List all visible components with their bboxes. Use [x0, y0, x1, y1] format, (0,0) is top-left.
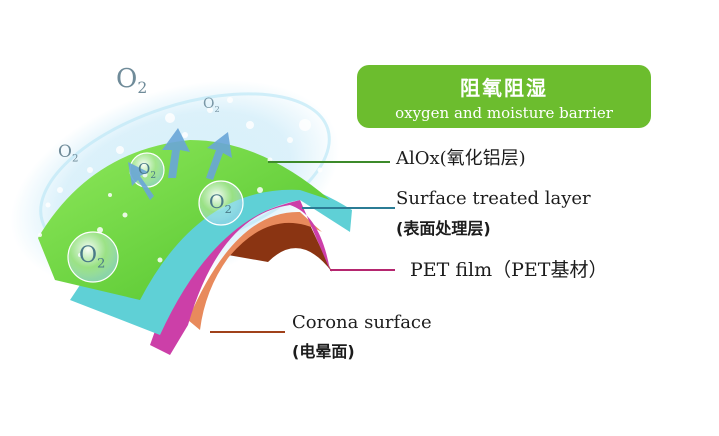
barrier-badge: 阻氧阻湿 oxygen and moisture barrier: [357, 65, 651, 128]
corona-label-zh: (电晕面): [292, 342, 355, 361]
surface-label: Surface treated layer: [396, 188, 591, 209]
o2-label: O2: [79, 243, 106, 272]
badge-title-zh: 阻氧阻湿: [460, 76, 548, 100]
o2-label: O2: [203, 96, 220, 114]
alox-label: AlOx(氧化铝层): [396, 148, 526, 169]
o2-label: O2: [58, 142, 79, 165]
o2-label: O2: [209, 191, 232, 216]
o2-bubble: [198, 180, 244, 226]
o2-bubble: [67, 231, 119, 283]
badge-title-en: oxygen and moisture barrier: [395, 104, 613, 122]
pet-label: PET film（PET基材）: [410, 259, 608, 281]
blocked-arrows: [128, 128, 232, 200]
o2-label: O2: [138, 160, 157, 181]
layer-corona: [188, 211, 322, 330]
corona-label: Corona surface: [292, 312, 432, 333]
surface-label-zh: (表面处理层): [396, 219, 491, 238]
o2-label: O2: [116, 64, 148, 98]
